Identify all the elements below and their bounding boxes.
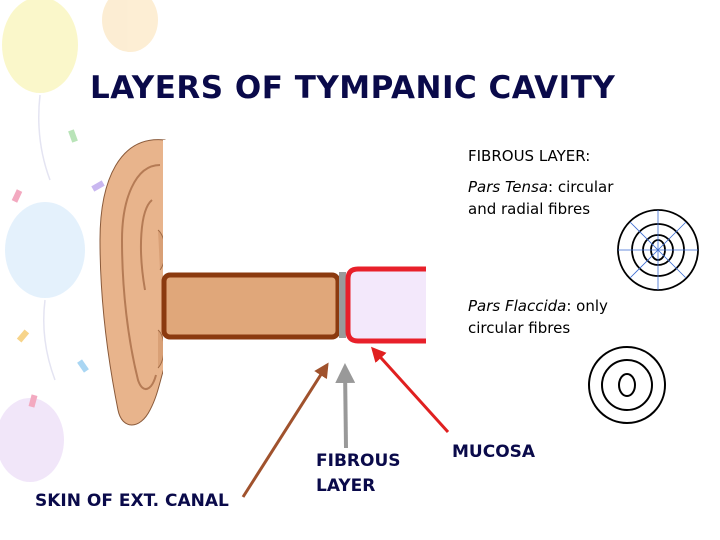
pars-tensa-fibres-icon — [617, 209, 699, 291]
mucosa-arrow — [370, 346, 450, 434]
pars-tensa-text: Pars Tensa: circular — [468, 178, 613, 196]
balloon-decoration — [0, 0, 158, 482]
pars-flaccida-desc-2: circular fibres — [468, 319, 571, 337]
fibrous-arrow — [335, 363, 356, 449]
fibrous-layer-label-line2: LAYER — [316, 476, 376, 496]
skin-of-canal-label: SKIN OF EXT. CANAL — [35, 491, 229, 511]
ear-illustration — [99, 139, 171, 430]
pars-flaccida-desc-1: : only — [566, 297, 608, 315]
pars-flaccida-text: Pars Flaccida: only — [468, 297, 608, 315]
fibrous-layer-heading: FIBROUS LAYER: — [468, 147, 591, 165]
pars-tensa-desc-2: and radial fibres — [468, 200, 591, 218]
pars-flaccida-fibres-icon — [588, 346, 666, 424]
skin-arrow — [241, 362, 329, 498]
pars-flaccida-term: Pars Flaccida — [468, 297, 567, 315]
pars-tensa-desc-1: : circular — [548, 178, 614, 196]
page-title: LAYERS OF TYMPANIC CAVITY — [90, 70, 616, 106]
ext-canal-shape — [161, 272, 341, 340]
mucosa-label: MUCOSA — [452, 442, 536, 462]
mucosa-shape — [345, 266, 426, 344]
fibrous-layer-label-line1: FIBROUS — [316, 451, 401, 471]
fibrous-layer-shape — [339, 272, 346, 338]
pars-tensa-term: Pars Tensa — [468, 178, 549, 196]
